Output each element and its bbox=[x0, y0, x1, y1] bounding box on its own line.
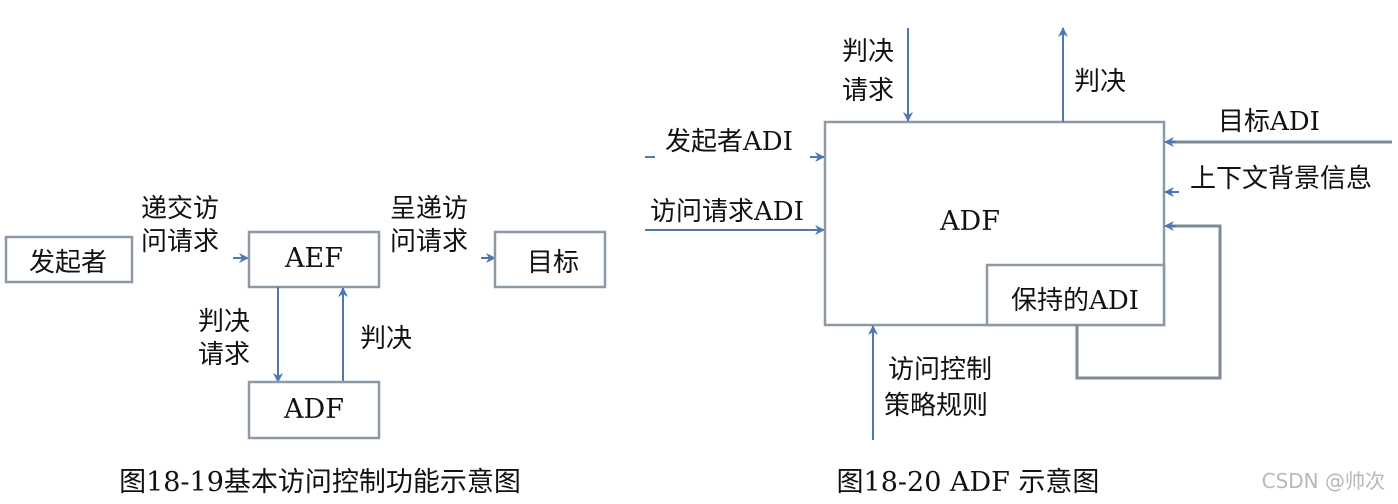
decision-request-line1: 判决 bbox=[842, 37, 894, 67]
watermark: CSDN @帅次 bbox=[1262, 469, 1385, 493]
decision-label: 判决 bbox=[1074, 67, 1126, 97]
left-caption: 图18-19基本访问控制功能示意图 bbox=[119, 467, 521, 498]
retained-adi-box bbox=[985, 263, 1166, 327]
present-label-line1: 呈递访 bbox=[390, 194, 468, 224]
initiator-box bbox=[4, 235, 134, 284]
submit-label-line1: 递交访 bbox=[141, 194, 219, 224]
right-caption: 图18-20 ADF 示意图 bbox=[837, 467, 1100, 498]
initiator-label: 发起者 bbox=[29, 248, 107, 278]
present-label-line2: 问请求 bbox=[390, 227, 468, 257]
adf-box bbox=[247, 380, 381, 440]
submit-label-line2: 问请求 bbox=[141, 227, 219, 257]
policy-line1: 访问控制 bbox=[888, 355, 992, 385]
decision-label: 判决 bbox=[360, 324, 412, 354]
target-adi-label: 目标ADI bbox=[1218, 107, 1320, 137]
request-adi-label: 访问请求ADI bbox=[650, 197, 804, 227]
decision-request-line2: 请求 bbox=[842, 76, 894, 106]
adf-main-label: ADF bbox=[939, 206, 1000, 237]
policy-line2: 策略规则 bbox=[884, 391, 988, 421]
decision-request-line2: 请求 bbox=[198, 340, 250, 370]
target-box bbox=[493, 230, 607, 289]
aef-box bbox=[247, 230, 381, 289]
feedback-line bbox=[1075, 224, 1222, 380]
right-diagram: ADF 保持的ADI 判决 请求 判决 发起者ADI 访问请求ADI 目标ADI… bbox=[645, 27, 1392, 498]
adf-label: ADF bbox=[283, 394, 344, 425]
retained-adi-label: 保持的ADI bbox=[1011, 286, 1139, 316]
initiator-adi-label: 发起者ADI bbox=[665, 127, 793, 157]
left-diagram: 发起者 递交访 问请求 AEF 呈递访 问请求 目标 判决 请求 判决 ADF … bbox=[4, 194, 607, 498]
target-label: 目标 bbox=[527, 248, 579, 278]
aef-label: AEF bbox=[284, 243, 343, 274]
context-info-label: 上下文背景信息 bbox=[1190, 164, 1372, 194]
decision-request-line1: 判决 bbox=[198, 307, 250, 337]
